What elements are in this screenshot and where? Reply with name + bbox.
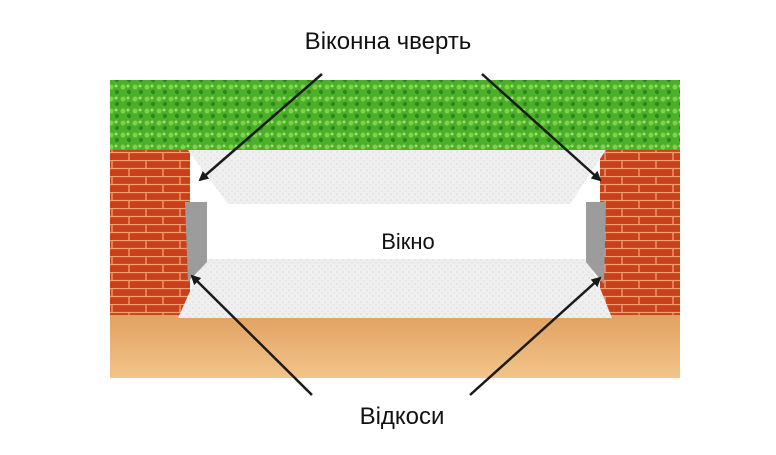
arrows (190, 73, 602, 396)
arrow-quarter-right (481, 73, 602, 182)
window-label: Вікно (381, 229, 435, 254)
window (207, 204, 586, 259)
floor (110, 312, 680, 378)
left-jamb (185, 202, 207, 282)
right-jamb (586, 202, 606, 284)
arrow-quarter-left (198, 73, 323, 182)
upper-slope (188, 150, 606, 204)
grass (110, 80, 680, 152)
brick-wall-left (110, 150, 190, 315)
slopes-label: Відкоси (359, 403, 445, 430)
arrow-slope-right (469, 276, 602, 396)
brick-wall-right (600, 150, 680, 315)
window-quarter-label: Віконна чверть (304, 28, 472, 55)
lower-slope (178, 258, 612, 318)
arrow-slope-left (190, 274, 313, 396)
